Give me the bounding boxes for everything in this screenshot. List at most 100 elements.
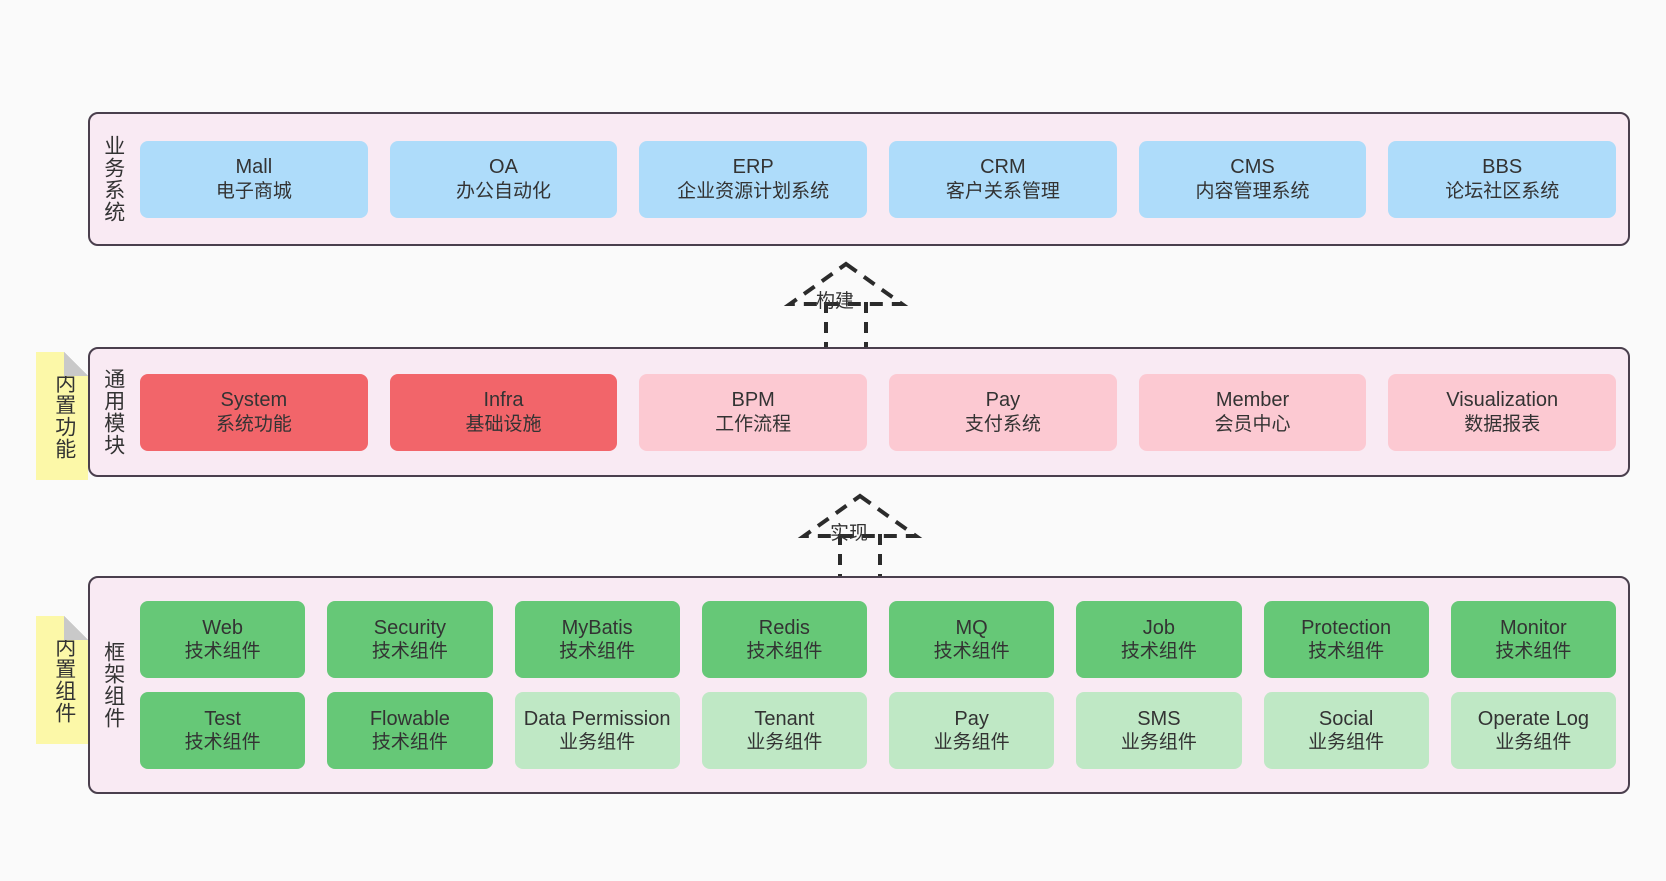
box-title: Web (202, 616, 243, 639)
box-subtitle: 客户关系管理 (945, 180, 1060, 202)
box-subtitle: 企业资源计划系统 (677, 180, 830, 202)
framework-components-layer-title: 框架组件 (101, 641, 125, 729)
box-title: ERP (732, 156, 774, 179)
box-title: BPM (731, 389, 775, 412)
box-subtitle: 业务组件 (1120, 732, 1197, 754)
connector-build-label: 构建 (816, 291, 855, 312)
box-title: Pay (985, 389, 1021, 412)
box-subtitle: 业务组件 (1495, 732, 1572, 754)
box-subtitle: 技术组件 (559, 641, 636, 663)
box-title: Member (1215, 389, 1290, 412)
box-title: Security (373, 616, 446, 639)
box-subtitle: 技术组件 (371, 732, 448, 754)
box-subtitle: 内容管理系统 (1195, 180, 1310, 202)
box-title: OA (489, 156, 518, 179)
box-subtitle: 论坛社区系统 (1445, 180, 1560, 202)
box-subtitle: 技术组件 (1308, 641, 1385, 663)
box-title: Pay (954, 707, 989, 730)
box-subtitle: 业务组件 (1308, 732, 1385, 754)
box-subtitle: 系统功能 (215, 413, 292, 435)
box-subtitle: 工作流程 (715, 413, 792, 435)
box-subtitle: 技术组件 (1120, 641, 1197, 663)
box-subtitle: 会员中心 (1214, 413, 1291, 435)
box-subtitle: 办公自动化 (456, 180, 552, 202)
box-subtitle: 技术组件 (184, 732, 261, 754)
box-title: Operate Log (1477, 707, 1589, 730)
box-title: SMS (1137, 707, 1181, 730)
note-builtin-functions: 内置功能 (36, 352, 88, 480)
box-subtitle: 技术组件 (184, 641, 261, 663)
connector-build: 构建 (752, 258, 912, 350)
box-subtitle: 基础设施 (465, 413, 542, 435)
box-title: Tenant (754, 707, 815, 730)
box-title: Mall (235, 156, 273, 179)
box-title: Redis (758, 616, 810, 639)
connector-implement: 实现 (766, 490, 926, 582)
box-title: MQ (955, 616, 988, 639)
box-subtitle: 业务组件 (933, 732, 1010, 754)
connector-implement-glyph (797, 493, 923, 580)
box-title: Monitor (1500, 616, 1567, 639)
box-subtitle: 技术组件 (371, 641, 448, 663)
box-title: CRM (980, 156, 1026, 179)
box-title: Protection (1301, 616, 1392, 639)
box-subtitle: 支付系统 (964, 413, 1041, 435)
box-title: MyBatis (561, 616, 633, 639)
box-title: CMS (1230, 156, 1275, 179)
business-system-layer-title: 业务系统 (101, 135, 125, 223)
box-title: Job (1142, 616, 1175, 639)
box-title: BBS (1482, 156, 1523, 179)
connector-implement-label: 实现 (830, 523, 869, 544)
box-subtitle: 数据报表 (1464, 413, 1541, 435)
box-subtitle: 技术组件 (1495, 641, 1572, 663)
note-builtin-components: 内置组件 (36, 616, 88, 744)
box-title: Visualization (1446, 389, 1559, 412)
box-subtitle: 业务组件 (746, 732, 823, 754)
box-title: Social (1318, 707, 1374, 730)
box-subtitle: 电子商城 (215, 180, 292, 202)
connector-build-glyph (783, 261, 909, 348)
box-subtitle: 技术组件 (933, 641, 1010, 663)
common-modules-layer-title: 通用模块 (101, 368, 125, 456)
box-title: Test (204, 707, 241, 730)
box-title: Infra (483, 389, 524, 412)
box-subtitle: 技术组件 (746, 641, 823, 663)
box-title: System (220, 389, 288, 412)
